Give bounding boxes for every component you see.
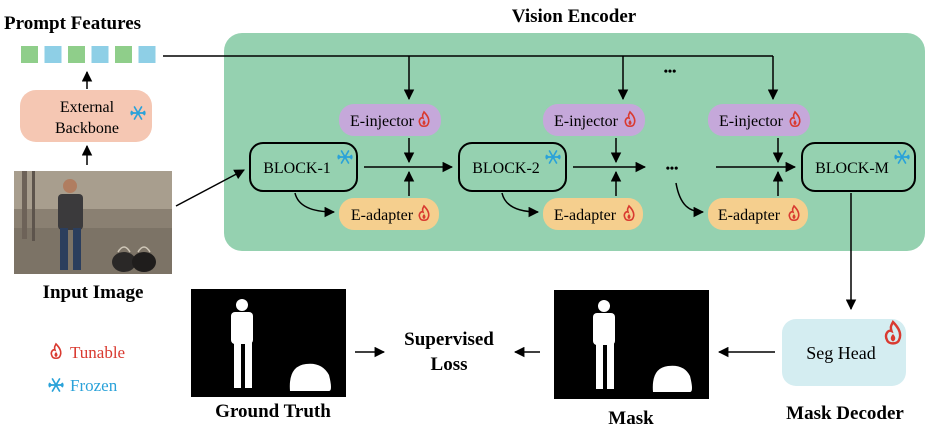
external-backbone-box <box>20 90 152 142</box>
external-backbone-label-2: Backbone <box>55 120 119 137</box>
mask-decoder-label: Mask Decoder <box>786 403 904 424</box>
mask-image <box>554 290 709 399</box>
vision-encoder-title: Vision Encoder <box>512 6 637 27</box>
block-2-label: BLOCK-2 <box>472 160 540 177</box>
e-injector-1 <box>339 104 441 136</box>
prompt-feature-cell <box>68 46 85 63</box>
supervised-loss-line-1: Supervised <box>404 329 494 350</box>
seg-head-box <box>782 319 906 386</box>
block-2 <box>458 142 567 192</box>
e-adapter-1 <box>339 198 439 230</box>
prompt-feature-cell <box>138 46 156 63</box>
e-injector-1-label: E-injector <box>350 113 415 130</box>
mask-label: Mask <box>608 408 654 429</box>
ground-truth-image <box>191 289 346 397</box>
seg-head-label: Seg Head <box>806 343 875 363</box>
e-injector-3 <box>708 104 810 136</box>
top-ellipsis: ••• <box>664 64 677 78</box>
prompt-feature-cell <box>115 46 132 63</box>
mid-ellipsis: ••• <box>666 161 679 175</box>
ground-truth-label: Ground Truth <box>215 401 331 422</box>
prompt-feature-cell <box>21 46 38 63</box>
legend-tunable: Tunable <box>70 343 125 362</box>
prompt-features-title: Prompt Features <box>4 13 141 34</box>
prompt-feature-cell <box>44 46 62 63</box>
e-adapter-2 <box>543 198 643 230</box>
prompt-feature-cell <box>91 46 109 63</box>
block-m-label: BLOCK-M <box>815 160 889 177</box>
input-image <box>14 171 172 274</box>
block-1-label: BLOCK-1 <box>263 160 331 177</box>
e-adapter-3-label: E-adapter <box>718 207 781 224</box>
e-injector-2-label: E-injector <box>554 113 619 130</box>
snowflake-icon <box>48 378 64 392</box>
block-1 <box>249 142 358 192</box>
e-adapter-2-label: E-adapter <box>554 207 617 224</box>
e-injector-3-label: E-injector <box>719 113 784 130</box>
input-image-label: Input Image <box>43 282 144 303</box>
e-injector-2 <box>543 104 645 136</box>
e-adapter-1-label: E-adapter <box>351 207 414 224</box>
external-backbone-label-1: External <box>60 99 115 116</box>
block-m <box>801 142 916 192</box>
legend-frozen: Frozen <box>70 376 118 395</box>
e-adapter-3 <box>708 198 808 230</box>
prompt-feature-cells <box>21 46 156 63</box>
vision-encoder-panel <box>224 33 925 251</box>
supervised-loss-line-2: Loss <box>431 354 468 375</box>
flame-icon <box>50 343 62 360</box>
